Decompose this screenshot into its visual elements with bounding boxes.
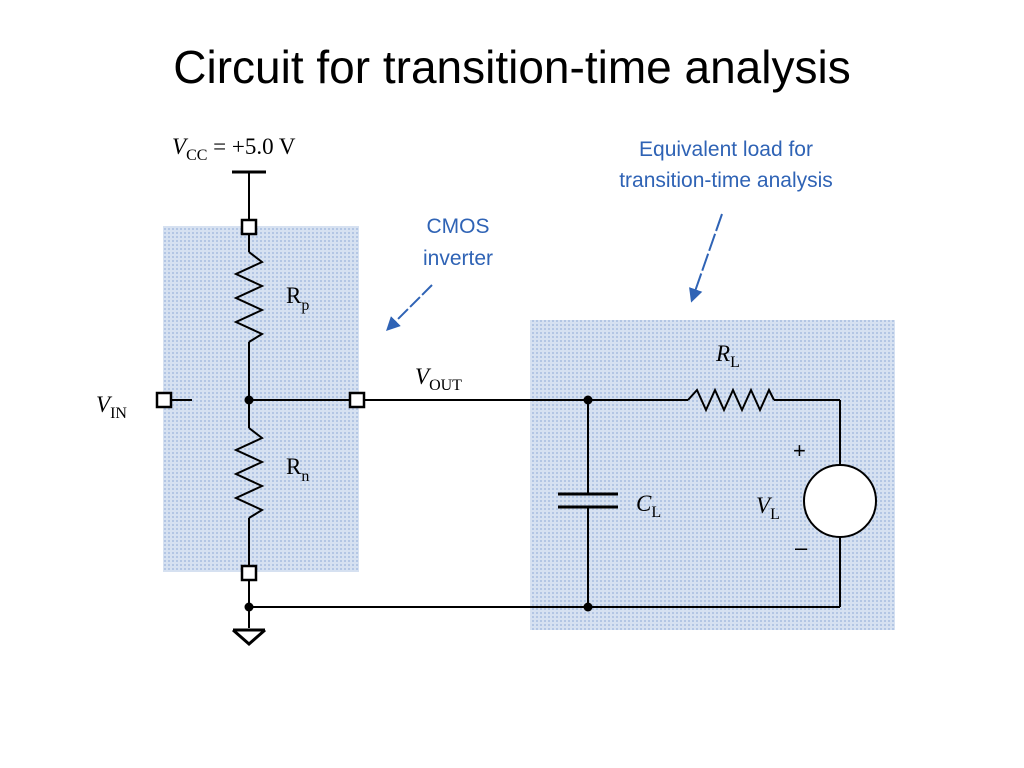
slide-title: Circuit for transition-time analysis xyxy=(173,41,851,93)
cmos-callout-line2: inverter xyxy=(423,247,493,270)
vl-label: VL xyxy=(756,493,780,523)
vin-terminal xyxy=(155,391,173,409)
vout-terminal xyxy=(348,391,366,409)
load-callout-line1: Equivalent load for xyxy=(639,138,813,161)
rl-resistor xyxy=(687,387,775,413)
ground-symbol xyxy=(232,628,266,646)
rp-label: Rp xyxy=(286,283,309,314)
rn-label: Rn xyxy=(286,454,309,485)
vl-voltage-source xyxy=(803,464,877,538)
rp-resistor xyxy=(233,251,265,343)
gnd-terminal xyxy=(240,564,258,582)
cl-bottom-node xyxy=(583,602,593,612)
load-callout-line2: transition-time analysis xyxy=(619,169,833,192)
load-callout-arrow xyxy=(689,213,723,303)
vout-label: VOUT xyxy=(415,364,462,394)
vin-label: VIN xyxy=(96,392,127,422)
vcc-label: VCC = +5.0 V xyxy=(172,134,296,164)
rn-resistor xyxy=(233,427,265,519)
cl-label: CL xyxy=(636,491,661,521)
rl-label: RL xyxy=(715,341,740,371)
cmos-callout-arrow xyxy=(386,284,433,331)
vl-minus-sign: – xyxy=(795,535,808,560)
vl-plus-sign: + xyxy=(793,438,806,463)
vcc-terminal xyxy=(240,218,258,236)
cmos-callout-line1: CMOS xyxy=(427,215,490,238)
